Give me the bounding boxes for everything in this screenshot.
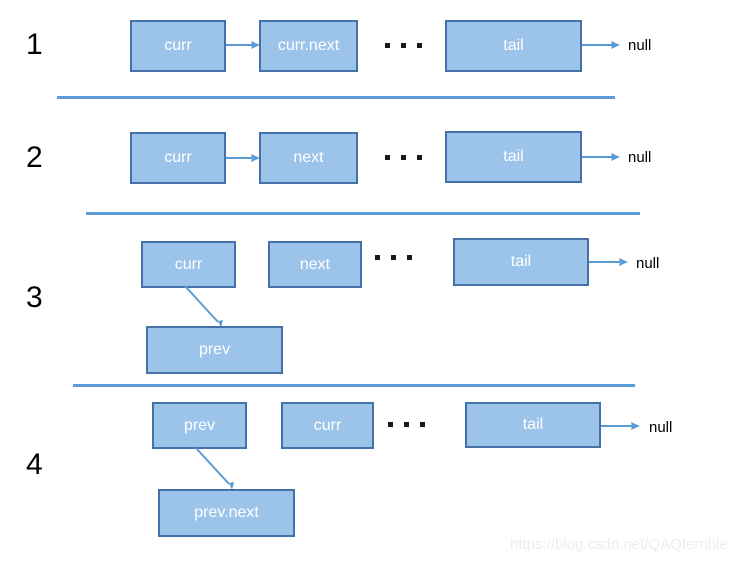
- ellipsis-dot: [385, 43, 390, 48]
- node-box-prev-step3: prev: [146, 326, 283, 374]
- ellipsis-step3: [375, 255, 412, 260]
- node-label: next: [299, 255, 331, 273]
- node-box-curr-step4: curr: [281, 402, 374, 449]
- null-label-step4: null: [649, 419, 673, 436]
- node-label: prev.next: [194, 504, 259, 521]
- ellipsis-dot: [420, 422, 425, 427]
- arrow-prev-to-prevnext-step4: [195, 447, 234, 490]
- node-label: curr: [313, 416, 342, 434]
- node-box-tail-step2: tail: [445, 131, 582, 183]
- divider-2: [86, 212, 640, 215]
- ellipsis-dot: [385, 155, 390, 160]
- node-box-prevnext-step4: prev.next: [158, 489, 295, 537]
- arrow-tail-to-null-step2: [582, 153, 620, 161]
- divider-3: [73, 384, 635, 387]
- divider-1: [57, 96, 615, 99]
- null-label-step3: null: [636, 255, 660, 272]
- node-box-tail-step3: tail: [453, 238, 589, 286]
- ellipsis-dot: [417, 155, 422, 160]
- ellipsis-dot: [401, 43, 406, 48]
- ellipsis-step4: [388, 422, 425, 427]
- node-box-next-step2: next: [259, 132, 358, 184]
- node-label: curr: [164, 37, 192, 54]
- node-label: tail: [522, 416, 544, 433]
- step-number-1: 1: [26, 28, 43, 61]
- node-box-currnext-step1: curr.next: [259, 20, 358, 72]
- ellipsis-dot: [404, 422, 409, 427]
- node-label: prev: [183, 416, 216, 434]
- node-label: tail: [503, 37, 524, 54]
- node-box-tail-step4: tail: [465, 402, 601, 448]
- ellipsis-dot: [375, 255, 380, 260]
- node-box-prev-step4: prev: [152, 402, 247, 449]
- ellipsis-dot: [407, 255, 412, 260]
- null-label-step2: null: [628, 149, 652, 166]
- node-box-next-step3: next: [268, 241, 362, 288]
- node-label: curr: [174, 255, 203, 273]
- node-box-curr-step2: curr: [130, 132, 226, 184]
- step-number-2: 2: [26, 141, 43, 174]
- step-number-4: 4: [26, 448, 43, 481]
- ellipsis-dot: [391, 255, 396, 260]
- node-box-curr-step3: curr: [141, 241, 236, 288]
- ellipsis-dot: [417, 43, 422, 48]
- node-box-curr-step1: curr: [130, 20, 226, 72]
- step-number-3: 3: [26, 281, 43, 314]
- arrow-curr-to-currnext-step1: [226, 41, 260, 49]
- watermark: https://blog.csdn.net/QAQterrible: [510, 536, 728, 553]
- node-label: curr.next: [277, 37, 340, 54]
- node-label: curr: [164, 149, 192, 166]
- arrow-tail-to-null-step1: [582, 41, 620, 49]
- arrow-curr-to-next-step2: [226, 154, 260, 162]
- node-label: prev: [198, 341, 231, 358]
- arrow-tail-to-null-step3: [589, 258, 628, 266]
- node-label: next: [293, 149, 324, 166]
- node-box-tail-step1: tail: [445, 20, 582, 72]
- null-label-step1: null: [628, 37, 652, 54]
- arrow-tail-to-null-step4: [601, 422, 640, 430]
- node-label: tail: [503, 148, 524, 165]
- arrow-curr-to-prev-step3: [184, 285, 223, 328]
- node-label: tail: [510, 253, 532, 270]
- ellipsis-dot: [401, 155, 406, 160]
- ellipsis-step1: [385, 43, 422, 48]
- ellipsis-step2: [385, 155, 422, 160]
- ellipsis-dot: [388, 422, 393, 427]
